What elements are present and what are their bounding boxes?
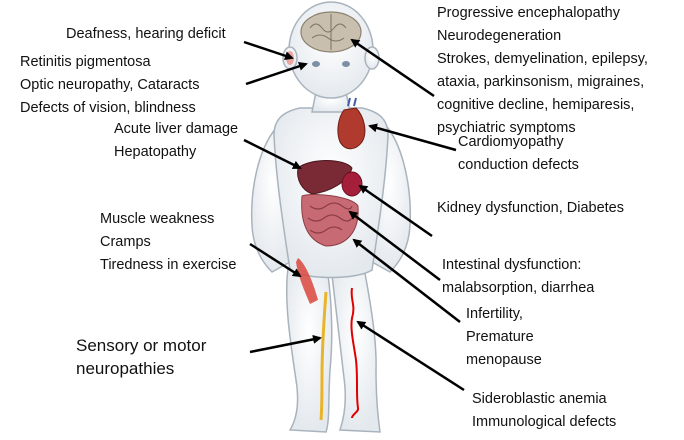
label-brain-3: Strokes, demyelination, epilepsy,	[437, 48, 648, 71]
label-nerve-2: neuropathies	[76, 357, 206, 380]
label-brain-2: Neurodegeneration	[437, 25, 648, 48]
label-brain-1: Progressive encephalopathy	[437, 2, 648, 25]
label-muscle-3: Tiredness in exercise	[100, 254, 236, 277]
label-brain-4: ataxia, parkinsonism, migraines,	[437, 71, 648, 94]
label-blood: Sideroblastic anemia Immunological defec…	[472, 388, 616, 434]
label-brain: Progressive encephalopathy Neurodegenera…	[437, 2, 648, 140]
label-muscle: Muscle weakness Cramps Tiredness in exer…	[100, 208, 236, 277]
label-eye: Retinitis pigmentosa Optic neuropathy, C…	[20, 51, 199, 120]
label-heart: Cardiomyopathy conduction defects	[458, 131, 579, 177]
label-liver-2: Hepatopathy	[114, 141, 238, 164]
label-intestine-1: Intestinal dysfunction:	[442, 254, 594, 277]
label-eye-1: Retinitis pigmentosa	[20, 51, 199, 74]
label-muscle-2: Cramps	[100, 231, 236, 254]
label-eye-2: Optic neuropathy, Cataracts	[20, 74, 199, 97]
label-intestine-2: malabsorption, diarrhea	[442, 277, 594, 300]
label-muscle-1: Muscle weakness	[100, 208, 236, 231]
label-kidney: Kidney dysfunction, Diabetes	[437, 197, 624, 220]
label-blood-1: Sideroblastic anemia	[472, 388, 616, 411]
label-fertility-3: menopause	[466, 349, 542, 372]
label-eye-3: Defects of vision, blindness	[20, 97, 199, 120]
label-deafness: Deafness, hearing deficit	[66, 23, 226, 46]
label-heart-1: Cardiomyopathy	[458, 131, 579, 154]
label-heart-2: conduction defects	[458, 154, 579, 177]
label-fertility-1: Infertility,	[466, 303, 542, 326]
right-leg	[332, 268, 380, 432]
label-intestine: Intestinal dysfunction: malabsorption, d…	[442, 254, 594, 300]
label-nerve-1: Sensory or motor	[76, 334, 206, 357]
kidney-organ	[342, 172, 362, 196]
label-fertility-2: Premature	[466, 326, 542, 349]
label-liver: Acute liver damage Hepatopathy	[114, 118, 238, 164]
brain-organ	[301, 12, 361, 52]
label-blood-2: Immunological defects	[472, 411, 616, 434]
label-liver-1: Acute liver damage	[114, 118, 238, 141]
label-fertility: Infertility, Premature menopause	[466, 303, 542, 372]
label-brain-5: cognitive decline, hemiparesis,	[437, 94, 648, 117]
label-nerve: Sensory or motor neuropathies	[76, 334, 206, 380]
